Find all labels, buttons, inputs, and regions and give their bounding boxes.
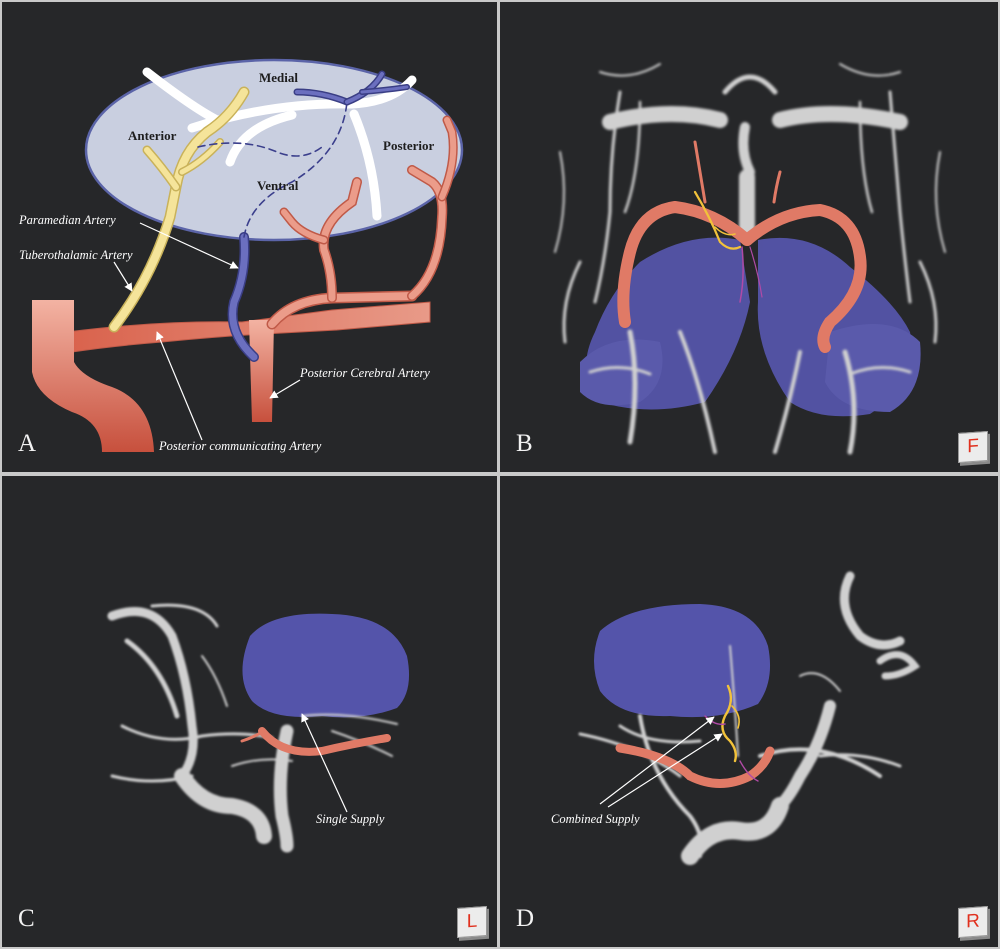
basilar-segment xyxy=(249,320,274,422)
panel-b-frontal-view: B F xyxy=(500,2,998,472)
thalamus-volume xyxy=(594,604,771,718)
schematic-diagram: Medial Anterior Posterior Ventral Parame… xyxy=(18,58,464,453)
orientation-cube-left: L xyxy=(457,905,487,939)
panel-letter-d: D xyxy=(516,905,535,932)
posterior-arteries xyxy=(266,115,458,330)
posterior-cerebral-arteries xyxy=(617,140,867,353)
posterior-cerebral-artery xyxy=(615,743,775,788)
panel-letter-a: A xyxy=(18,430,37,457)
thalamus-volume xyxy=(242,613,410,718)
paramedian-artery xyxy=(197,70,410,362)
posterior-cerebral-artery xyxy=(240,727,391,756)
posterior-cerebral-artery-label: Posterior Cerebral Artery xyxy=(299,366,430,380)
panel-c-left-view: Single Supply C L xyxy=(2,476,497,947)
orientation-cube-right: R xyxy=(958,905,988,939)
paramedian-artery-label: Paramedian Artery xyxy=(18,213,116,227)
tuberothalamic-artery xyxy=(108,86,250,333)
posterior-communicating-artery-label: Posterior communicating Artery xyxy=(158,439,322,453)
region-ventral-label: Ventral xyxy=(257,178,299,193)
region-posterior-label: Posterior xyxy=(383,138,434,153)
combined-supply-arrows xyxy=(599,716,723,808)
perforator-vessels xyxy=(693,190,763,303)
background-vessels xyxy=(578,571,921,865)
label-arrows xyxy=(113,222,301,441)
panel-letter-c: C xyxy=(18,905,35,932)
left-lateral-render: Single Supply xyxy=(107,603,410,853)
single-supply-arrow xyxy=(301,713,348,813)
frontal-angiography-render xyxy=(554,63,946,455)
perforator-vessels xyxy=(704,684,759,782)
region-medial-label: Medial xyxy=(259,70,298,85)
panel-a-schematic: Medial Anterior Posterior Ventral Parame… xyxy=(2,2,497,472)
panel-letter-b: B xyxy=(516,430,533,457)
panel-d-right-view: Combined Supply D R xyxy=(500,476,998,947)
region-anterior-label: Anterior xyxy=(128,128,177,143)
orientation-cube-frontal: F xyxy=(958,430,988,464)
background-vessels xyxy=(554,63,946,455)
internal-carotid xyxy=(32,300,154,452)
tuberothalamic-artery-label: Tuberothalamic Artery xyxy=(19,248,133,262)
single-supply-label: Single Supply xyxy=(316,812,385,826)
right-lateral-render: Combined Supply xyxy=(551,571,921,865)
combined-supply-label: Combined Supply xyxy=(551,812,640,826)
